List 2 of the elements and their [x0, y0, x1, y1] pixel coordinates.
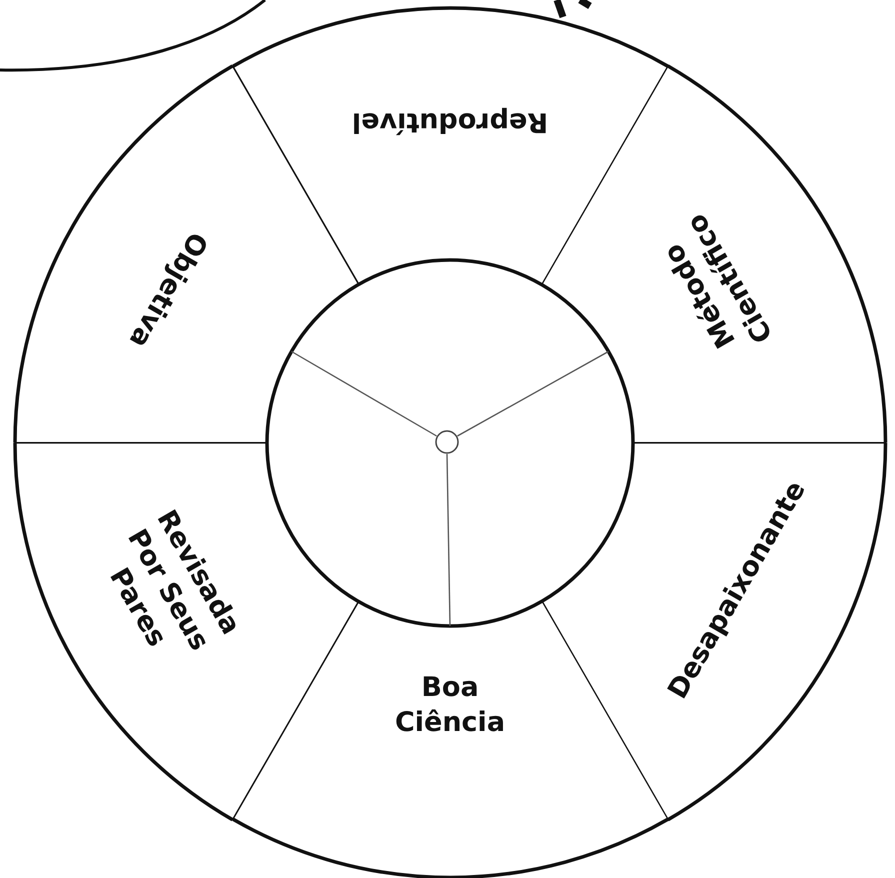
segment-label: Boa Ciência — [394, 670, 506, 740]
segment-label: Reprodutível — [350, 106, 550, 140]
